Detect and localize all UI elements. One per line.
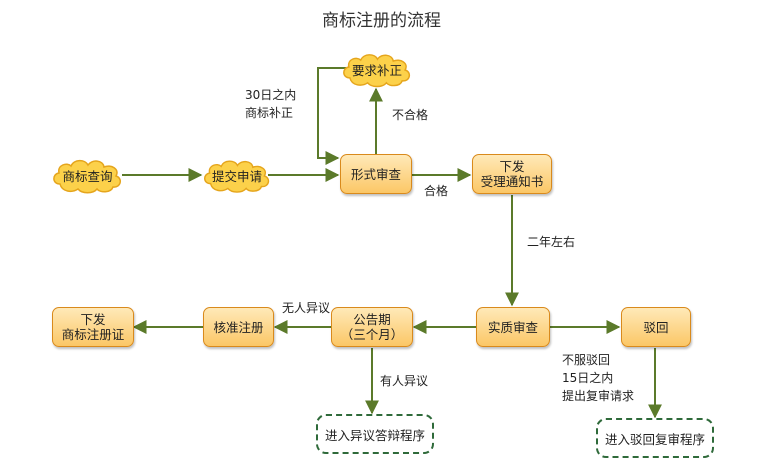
node-search: 商标查询 xyxy=(50,156,125,194)
label-has-objection: 有人异议 xyxy=(380,374,429,388)
node-certificate-line1: 下发 xyxy=(80,312,106,327)
node-announcement: 公告期 （三个月） xyxy=(331,307,413,347)
label-two-years: 二年左右 xyxy=(527,235,576,249)
label-fix-within-30-days: 30日之内 商标补正 xyxy=(245,86,296,122)
node-substantive-review: 实质审查 xyxy=(476,307,550,347)
label-appeal-line2: 15日之内 xyxy=(562,371,614,385)
node-opposition-label: 进入异议答辩程序 xyxy=(324,427,425,443)
node-announcement-line2: （三个月） xyxy=(340,327,404,342)
node-review-procedure: 进入驳回复审程序 xyxy=(596,418,714,458)
node-notice-line1: 下发 xyxy=(499,159,525,174)
node-require-fix: 要求补正 xyxy=(340,49,414,89)
node-search-label: 商标查询 xyxy=(62,168,113,184)
node-reject: 驳回 xyxy=(621,307,691,347)
node-reject-label: 驳回 xyxy=(643,319,669,335)
node-certificate-line2: 商标注册证 xyxy=(61,327,125,342)
node-review-procedure-label: 进入驳回复审程序 xyxy=(604,431,705,447)
label-fail: 不合格 xyxy=(392,108,429,122)
label-fix-line2: 商标补正 xyxy=(245,106,294,120)
node-formal-review: 形式审查 xyxy=(340,154,412,194)
node-formal-review-label: 形式审查 xyxy=(350,166,401,182)
label-appeal: 不服驳回 15日之内 提出复审请求 xyxy=(562,351,634,405)
node-submit-label: 提交申请 xyxy=(211,168,262,184)
arrow-fix-loop-back xyxy=(317,67,346,165)
node-substantive-review-label: 实质审查 xyxy=(487,319,538,335)
node-opposition: 进入异议答辩程序 xyxy=(316,414,434,454)
node-require-fix-label: 要求补正 xyxy=(351,62,402,78)
label-appeal-line3: 提出复审请求 xyxy=(562,389,635,403)
label-appeal-line1: 不服驳回 xyxy=(562,353,611,367)
node-announcement-line1: 公告期 xyxy=(353,312,391,327)
node-certificate: 下发 商标注册证 xyxy=(52,307,134,347)
node-approve-label: 核准注册 xyxy=(213,319,264,335)
node-notice-line2: 受理通知书 xyxy=(480,174,544,189)
label-pass: 合格 xyxy=(424,184,449,198)
label-no-objection: 无人异议 xyxy=(282,301,331,315)
node-submit: 提交申请 xyxy=(201,156,273,194)
node-notice: 下发 受理通知书 xyxy=(472,154,552,194)
label-fix-line1: 30日之内 xyxy=(245,88,297,102)
diagram-title: 商标注册的流程 xyxy=(322,11,441,31)
node-approve: 核准注册 xyxy=(203,307,274,347)
